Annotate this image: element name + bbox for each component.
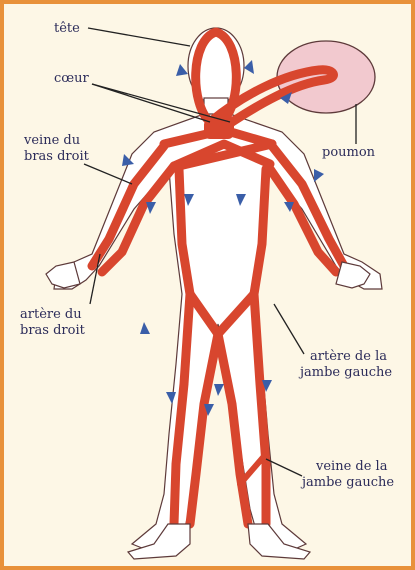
arrow-icon — [176, 64, 188, 76]
label-artere-jambe-1: artère de la — [310, 349, 387, 364]
arrow-icon — [146, 202, 156, 214]
arrow-icon — [214, 384, 224, 396]
label-coeur: cœur — [54, 71, 90, 86]
label-artere-bras-2: bras droit — [20, 323, 86, 338]
label-tete: tête — [54, 21, 80, 36]
label-artere-jambe-2: jambe gauche — [298, 365, 392, 380]
arrow-icon — [244, 60, 254, 74]
arrow-icon — [140, 322, 150, 334]
label-veine-jambe-2: jambe gauche — [300, 475, 394, 490]
circulation-diagram: tête cœur poumon veine du bras droit art… — [4, 4, 411, 566]
arrow-icon — [314, 169, 324, 182]
label-artere-bras-1: artère du — [20, 307, 82, 322]
label-veine-bras-2: bras droit — [24, 149, 90, 164]
label-poumon: poumon — [322, 145, 376, 160]
label-veine-jambe-1: veine de la — [315, 459, 388, 474]
label-veine-bras-1: veine du — [23, 133, 80, 148]
